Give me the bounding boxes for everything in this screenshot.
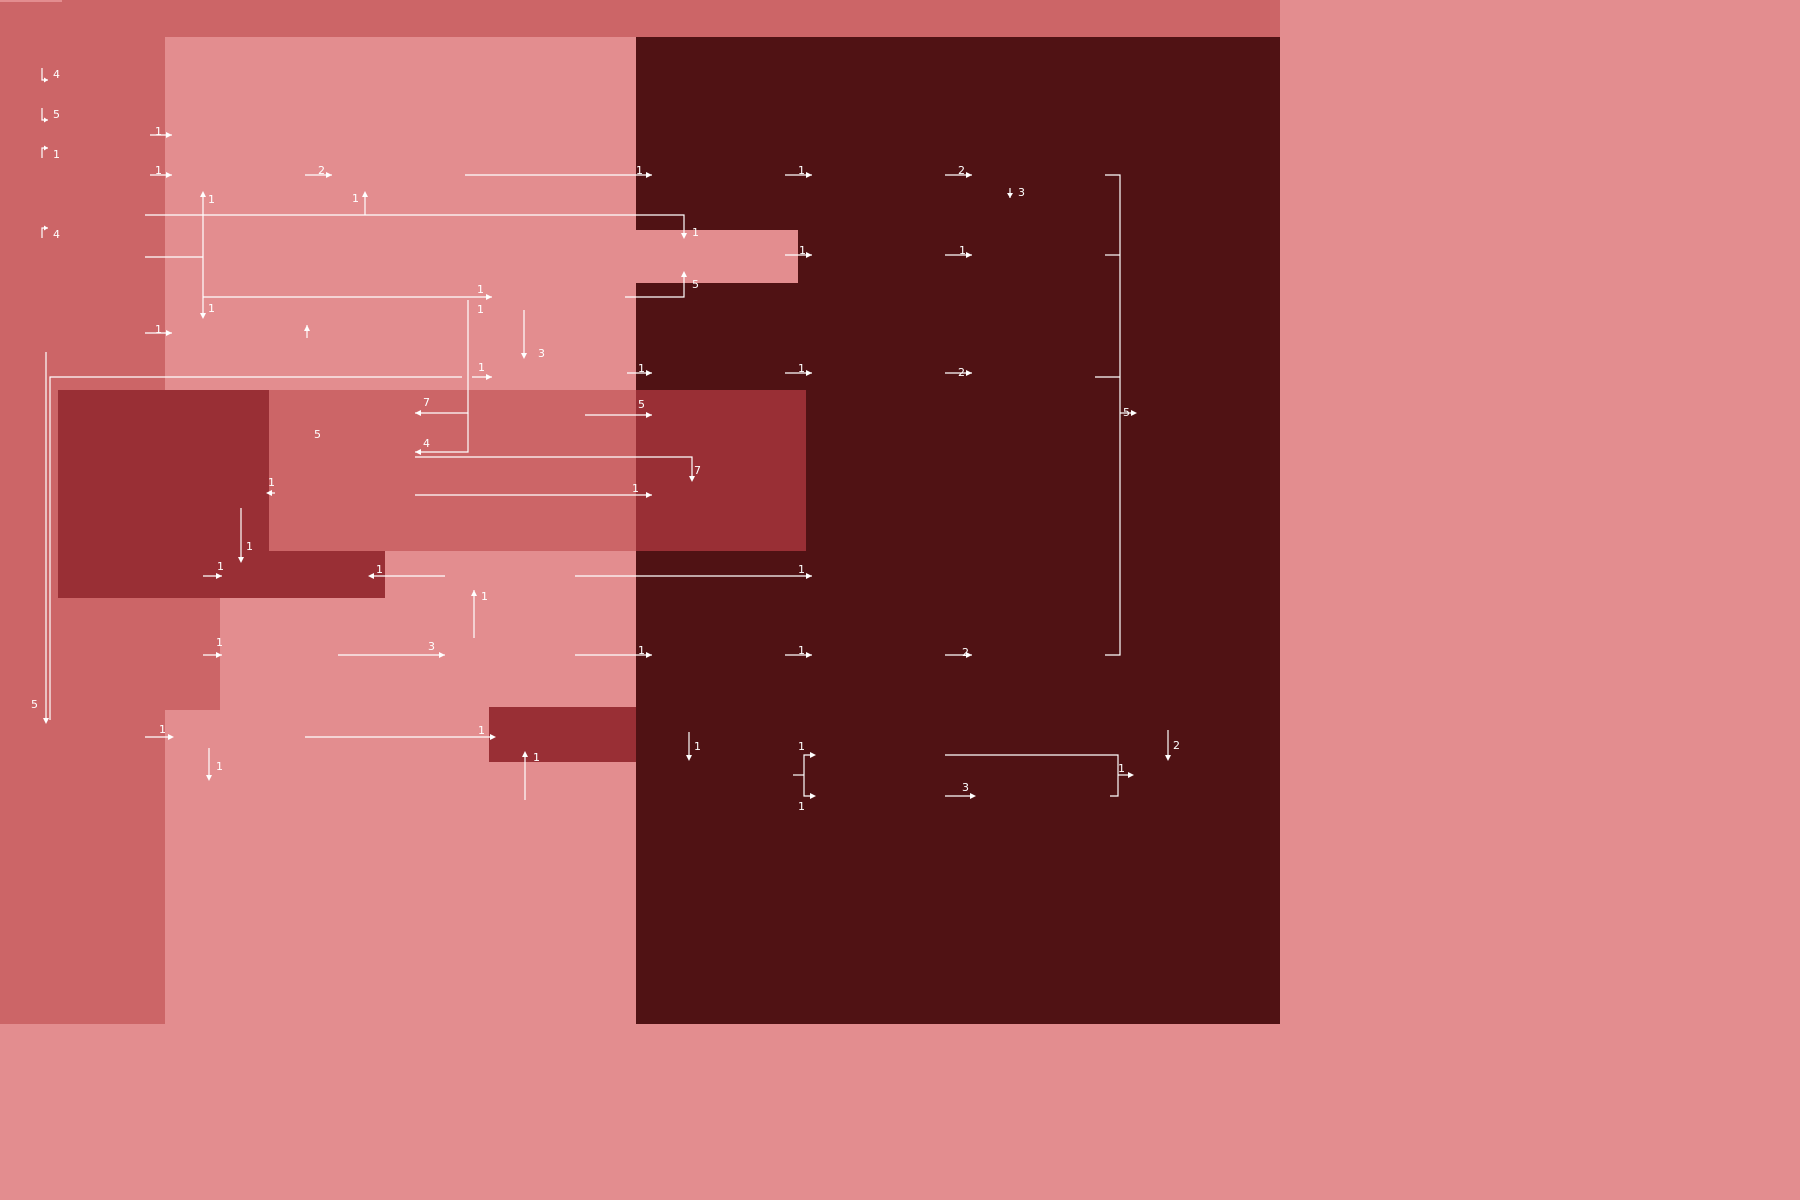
- right-dark-overlay: [636, 390, 806, 551]
- edge-label: 1: [208, 193, 215, 206]
- edge-label: 3: [538, 347, 545, 360]
- edge-label: 1: [692, 226, 699, 239]
- edge-label: 1: [694, 740, 701, 753]
- left-dark-step: [269, 551, 385, 598]
- edge-label: 1: [246, 540, 253, 553]
- edge-label: 7: [694, 464, 701, 477]
- edge-label: 1: [478, 361, 485, 374]
- edge-label: 5: [692, 278, 699, 291]
- edge-label: 1: [268, 476, 275, 489]
- edge-label: 1: [155, 125, 162, 138]
- edge-label: 4: [423, 437, 430, 450]
- edge-label: 1: [216, 760, 223, 773]
- edge-label: 1: [798, 164, 805, 177]
- edge-label: 1: [481, 590, 488, 603]
- edge-label: 4: [53, 68, 60, 81]
- edge-label: 2: [958, 164, 965, 177]
- edge-label: 2: [1173, 739, 1180, 752]
- edge-label: 1: [376, 563, 383, 576]
- edge-label: 4: [53, 228, 60, 241]
- edge-label: 1: [53, 148, 60, 161]
- left-medium-step: [165, 598, 220, 710]
- edge-label: 2: [962, 646, 969, 659]
- edge-label: 1: [638, 644, 645, 657]
- edge-label: 1: [477, 283, 484, 296]
- edge-label: 1: [477, 303, 484, 316]
- top-band: [0, 0, 1280, 37]
- top-left-corner: [0, 0, 62, 2]
- edge-label: 1: [798, 740, 805, 753]
- arrowheads: [43, 77, 1171, 799]
- edge-label: 5: [31, 698, 38, 711]
- edge-label: 1: [478, 724, 485, 737]
- edge-label: 7: [423, 396, 430, 409]
- edge-label: 5: [53, 108, 60, 121]
- left-dark-block: [58, 390, 269, 598]
- edge-label: 5: [638, 398, 645, 411]
- edge-label: 2: [958, 366, 965, 379]
- edge-label: 1: [533, 751, 540, 764]
- edge-label: 1: [632, 482, 639, 495]
- edge-label: 1: [159, 723, 166, 736]
- edge-label: 5: [1123, 406, 1130, 419]
- edge-label: 1: [798, 644, 805, 657]
- edge-label: 1: [636, 164, 643, 177]
- edge-label: 3: [428, 640, 435, 653]
- bottom-dark-block: [489, 707, 636, 762]
- edge-label: 1: [1118, 762, 1125, 775]
- edge-label: 5: [314, 428, 321, 441]
- edge-label: 1: [798, 563, 805, 576]
- edge-label: 1: [798, 800, 805, 813]
- edge-label: 1: [638, 362, 645, 375]
- edge-label: 1: [799, 244, 806, 257]
- light-notch: [636, 230, 798, 283]
- edge-label: 1: [208, 302, 215, 315]
- edge-label: 1: [959, 244, 966, 257]
- edge-labels: 4 5 1 4 1 1 2 1 1 1 2 3 1 1 1 1 1 5 1 1 …: [31, 68, 1180, 813]
- edge-label: 3: [1018, 186, 1025, 199]
- edge-label: 1: [216, 636, 223, 649]
- edge-label: 1: [798, 362, 805, 375]
- edge-label: 2: [318, 164, 325, 177]
- regions: [0, 0, 1280, 1024]
- edge-label: 1: [217, 560, 224, 573]
- edge-label: 3: [962, 781, 969, 794]
- edge-label: 1: [155, 323, 162, 336]
- edge-label: 1: [352, 192, 359, 205]
- edge-label: 1: [155, 164, 162, 177]
